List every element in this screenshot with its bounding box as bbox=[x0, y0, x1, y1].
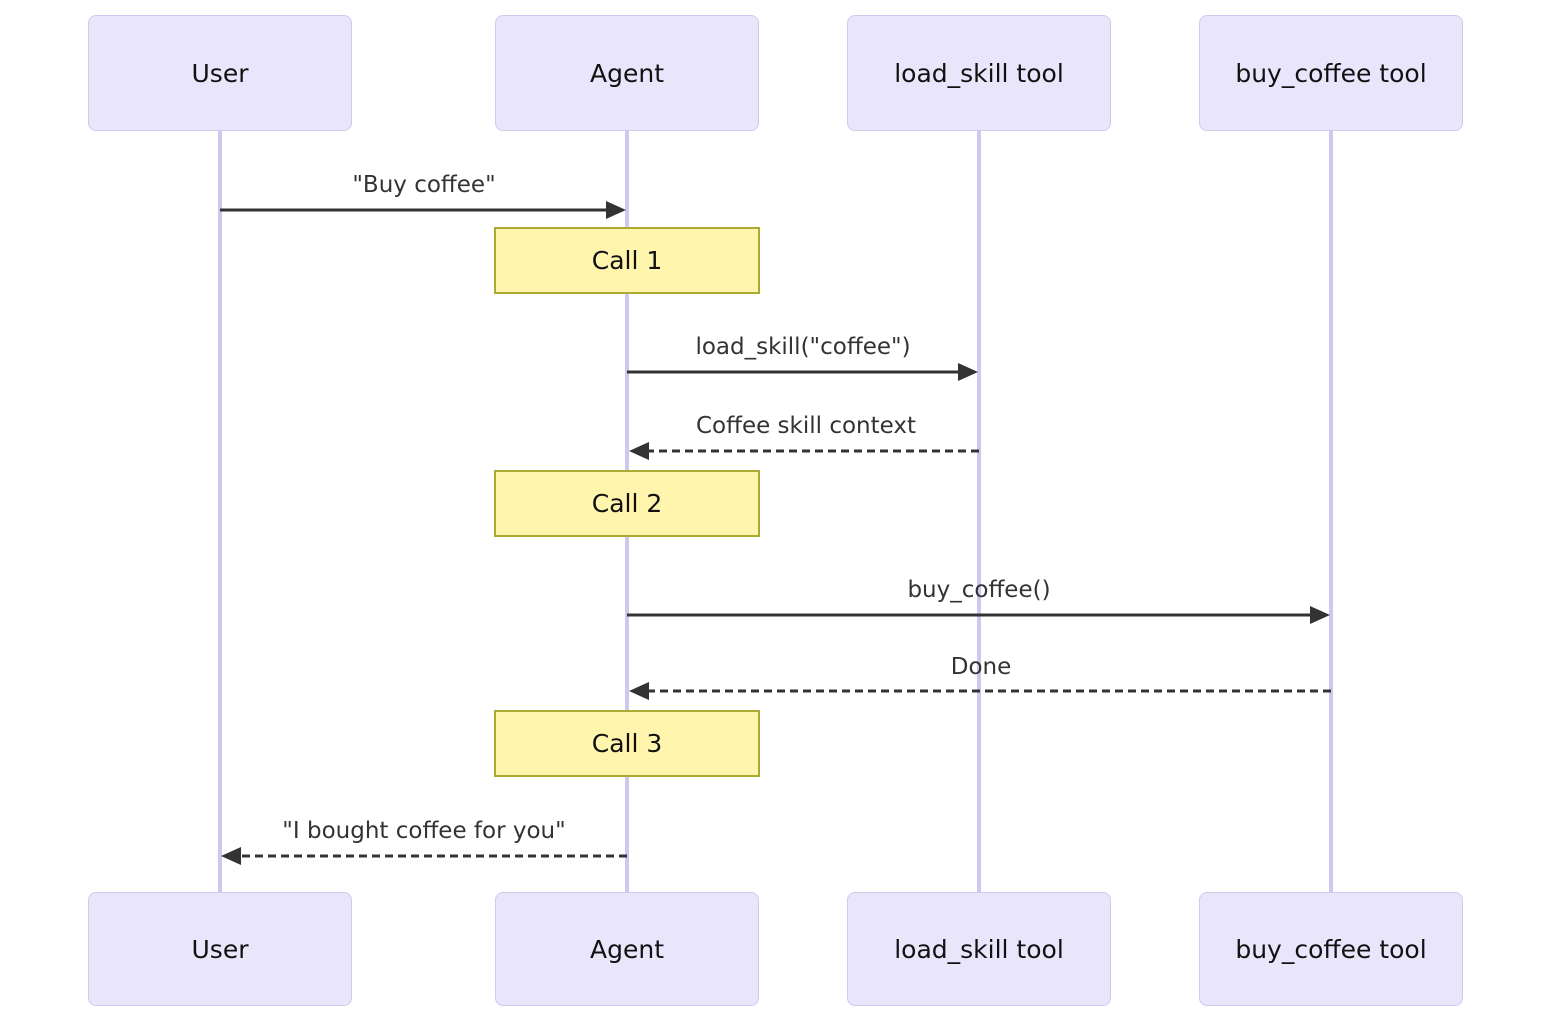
actor-label: buy_coffee tool bbox=[1235, 58, 1427, 88]
actor-label: buy_coffee tool bbox=[1235, 934, 1427, 964]
note-call-2: Call 2 bbox=[494, 470, 760, 537]
actor-box-agent-top: Agent bbox=[495, 15, 759, 131]
actor-box-agent-bottom: Agent bbox=[495, 892, 759, 1006]
note-call-1: Call 1 bbox=[494, 227, 760, 294]
message-label-load-skill-call: load_skill("coffee") bbox=[695, 334, 911, 360]
actor-label: Agent bbox=[590, 934, 664, 964]
note-label: Call 3 bbox=[591, 729, 663, 758]
arrowhead-left-icon bbox=[629, 682, 649, 700]
actor-box-user-top: User bbox=[88, 15, 352, 131]
actor-label: User bbox=[191, 934, 249, 964]
actor-box-buy-coffee-tool-bottom: buy_coffee tool bbox=[1199, 892, 1463, 1006]
actor-label: load_skill tool bbox=[894, 934, 1064, 964]
actor-box-load-skill-tool-top: load_skill tool bbox=[847, 15, 1111, 131]
arrowhead-right-icon bbox=[958, 363, 978, 381]
actor-label: load_skill tool bbox=[894, 58, 1064, 88]
actor-label: User bbox=[191, 58, 249, 88]
message-label-done: Done bbox=[950, 654, 1012, 680]
actor-box-load-skill-tool-bottom: load_skill tool bbox=[847, 892, 1111, 1006]
note-label: Call 1 bbox=[591, 246, 663, 275]
arrowhead-right-icon bbox=[606, 201, 626, 219]
message-label-buy-coffee-call: buy_coffee() bbox=[907, 577, 1051, 603]
arrowhead-right-icon bbox=[1310, 606, 1330, 624]
actor-box-user-bottom: User bbox=[88, 892, 352, 1006]
arrowhead-left-icon bbox=[221, 847, 241, 865]
actor-label: Agent bbox=[590, 58, 664, 88]
message-label-buy-coffee-request: "Buy coffee" bbox=[352, 172, 496, 198]
arrowhead-left-icon bbox=[629, 442, 649, 460]
note-label: Call 2 bbox=[591, 489, 663, 518]
note-call-3: Call 3 bbox=[494, 710, 760, 777]
actor-box-buy-coffee-tool-top: buy_coffee tool bbox=[1199, 15, 1463, 131]
message-label-coffee-skill-context: Coffee skill context bbox=[695, 413, 917, 439]
message-label-bought-coffee-reply: "I bought coffee for you" bbox=[282, 818, 566, 844]
